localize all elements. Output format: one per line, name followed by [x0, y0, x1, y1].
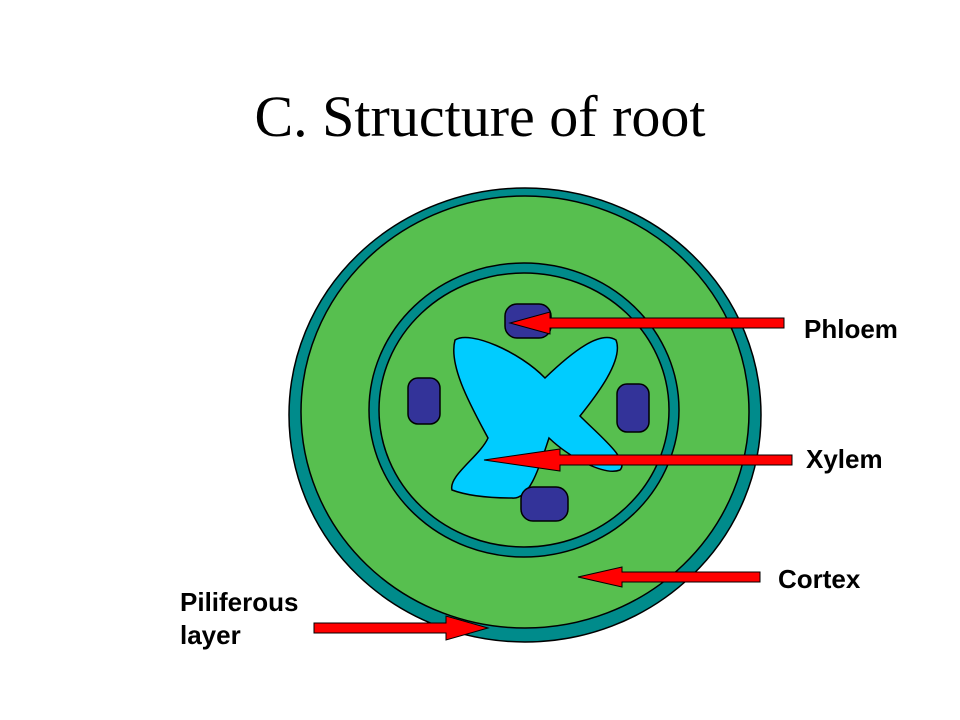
phloem-bundle-right	[616, 383, 650, 433]
piliferous-arrow	[313, 615, 490, 641]
piliferous-label-line1: Piliferous	[180, 587, 299, 617]
piliferous-label-line2: layer	[180, 619, 241, 650]
phloem-arrow	[508, 311, 785, 335]
cortex-label: Cortex	[778, 564, 861, 594]
piliferous-layer-label: Piliferous layer	[180, 586, 298, 651]
slide-title: C. Structure of root	[254, 84, 706, 149]
phloem-bundle-left	[407, 377, 441, 425]
phloem-label: Phloem	[804, 314, 898, 344]
phloem-bundle-bottom	[520, 486, 569, 522]
xylem-arrow	[483, 448, 793, 472]
cortex-arrow	[577, 566, 761, 588]
xylem-label: Xylem	[806, 444, 883, 474]
